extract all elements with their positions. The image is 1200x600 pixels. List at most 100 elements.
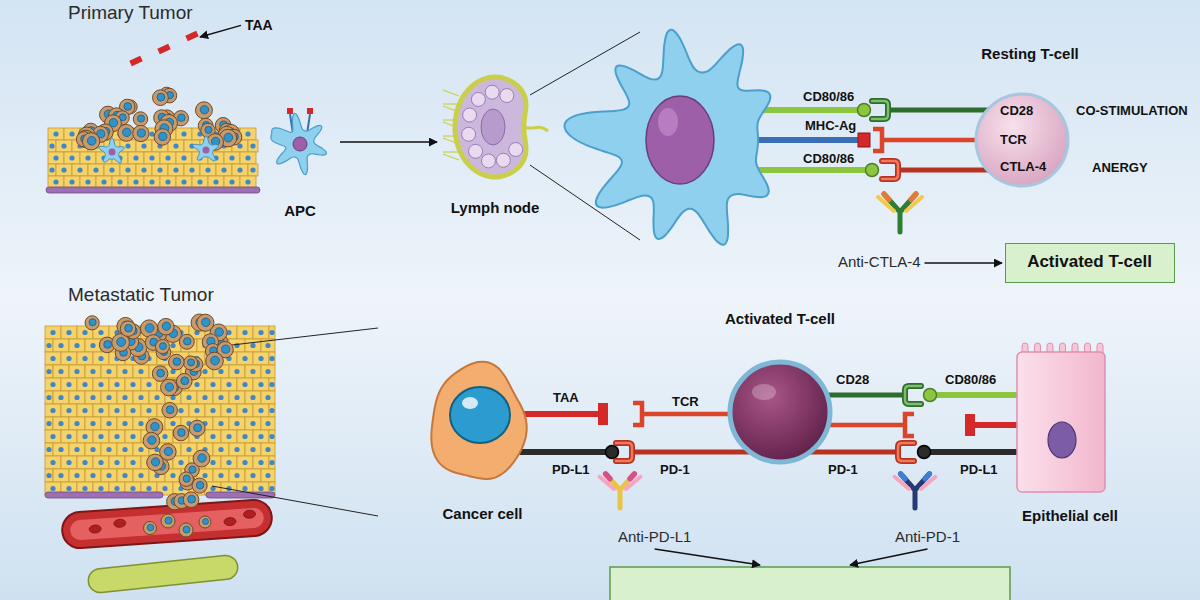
cell-nucleus	[58, 447, 63, 452]
cell-nucleus	[50, 382, 55, 387]
cell-nucleus	[226, 460, 231, 465]
tumor-cell-nucleus	[173, 358, 181, 366]
cell-nucleus	[173, 143, 178, 148]
tissue-cell	[45, 365, 53, 378]
tumor-cell	[183, 492, 199, 508]
lymph-follicle	[462, 127, 476, 141]
receptor-label: PD-1	[660, 462, 690, 478]
cell-nucleus	[85, 155, 90, 160]
tissue-cell	[69, 469, 85, 482]
cell-nucleus	[114, 434, 119, 439]
lymph-follicle	[496, 153, 510, 167]
tumor-cell-nucleus	[89, 319, 96, 326]
cell-nucleus	[181, 155, 186, 160]
tissue-cell	[269, 404, 275, 417]
tumor-cell-nucleus	[148, 436, 156, 444]
tissue-cell	[101, 417, 117, 430]
tissue-cell	[245, 339, 261, 352]
cell-nucleus	[58, 395, 63, 400]
cell-nucleus	[258, 408, 263, 413]
cell-nucleus	[74, 473, 79, 478]
tissue-cell	[229, 443, 245, 456]
cell-nucleus	[250, 167, 255, 172]
receptor-label: CTLA-4	[1000, 159, 1046, 175]
lymph-follicle	[471, 92, 485, 106]
cell-nucleus	[122, 369, 127, 374]
tissue-cell	[72, 164, 88, 176]
tissue-cell	[200, 164, 216, 176]
tissue-cell	[85, 417, 101, 430]
tumor-cell	[193, 450, 210, 467]
pd1-receptor	[898, 443, 914, 461]
pd1-receptor-stem	[632, 450, 758, 455]
tissue-cell	[245, 417, 261, 430]
tumor-cell	[143, 432, 160, 449]
cell-nucleus	[122, 421, 127, 426]
cell-nucleus	[250, 343, 255, 348]
cell-nucleus	[130, 486, 135, 491]
cell-nucleus	[258, 382, 263, 387]
lymph-follicle	[481, 154, 495, 168]
antibody-light-chain	[600, 477, 641, 489]
tissue-cell	[248, 164, 258, 176]
cell-nucleus	[242, 486, 247, 491]
cancer-cell-body	[431, 362, 526, 479]
tissue-cell	[69, 365, 85, 378]
tissue-apc	[193, 136, 218, 161]
antibody-binding-site	[901, 474, 930, 479]
tumor-cell-nucleus	[196, 481, 204, 489]
drug-label: Anti-PD-L1	[618, 528, 691, 546]
cell-nucleus	[258, 356, 263, 361]
cell-nucleus	[90, 421, 95, 426]
lymph-follicle	[463, 108, 477, 122]
cell-nucleus	[170, 421, 175, 426]
cell-nucleus	[242, 460, 247, 465]
tissue-cell	[53, 339, 69, 352]
pd1-receptor	[616, 443, 632, 461]
tissue-apc-nucleus	[203, 147, 210, 154]
tissue-cell	[85, 391, 101, 404]
tissue-cell	[253, 378, 269, 391]
cell-nucleus	[98, 486, 103, 491]
tissue-cell	[88, 164, 104, 176]
cell-nucleus	[218, 395, 223, 400]
pd1-receptor-inner	[616, 443, 632, 461]
tcr-receptor	[873, 129, 882, 151]
cell-nucleus	[74, 369, 79, 374]
cell-nucleus	[138, 369, 143, 374]
tissue-cell	[160, 176, 176, 188]
cell-nucleus	[61, 143, 66, 148]
antibody-binding-site	[884, 194, 916, 199]
cell-nucleus	[170, 473, 175, 478]
pdl1-ligand-head	[606, 446, 619, 459]
tumor-cell-nucleus	[200, 106, 208, 114]
antigen-label: TAA	[245, 17, 273, 34]
cell-nucleus	[138, 447, 143, 452]
cell-nucleus	[250, 143, 255, 148]
tissue-cell	[117, 443, 133, 456]
tumor-cell-nucleus	[183, 526, 190, 533]
antigen	[858, 133, 870, 147]
cell-nucleus	[202, 395, 207, 400]
tumor-cell-nucleus	[198, 454, 206, 462]
ligand-label: CD80/86	[803, 89, 854, 105]
tissue-cell	[253, 430, 269, 443]
tumor-cell-nucleus	[189, 466, 196, 473]
cell-nucleus	[149, 179, 154, 184]
tumor-cell	[179, 523, 193, 537]
tissue-cell	[85, 365, 101, 378]
cell-nucleus	[90, 343, 95, 348]
lymph-vessel	[443, 151, 459, 152]
tumor-cell-nucleus	[162, 322, 170, 330]
tissue-cell	[237, 456, 253, 469]
tcr-receptor	[905, 414, 914, 436]
tissue-cell	[253, 404, 269, 417]
apc-antigen	[307, 108, 313, 114]
cell-nucleus	[66, 408, 71, 413]
antibody-heavy-chain	[606, 474, 635, 508]
tissue-cell	[69, 443, 85, 456]
tumor-cell-nucleus	[165, 517, 172, 524]
tumor-cell	[179, 472, 193, 486]
red-blood-cell	[89, 525, 102, 534]
